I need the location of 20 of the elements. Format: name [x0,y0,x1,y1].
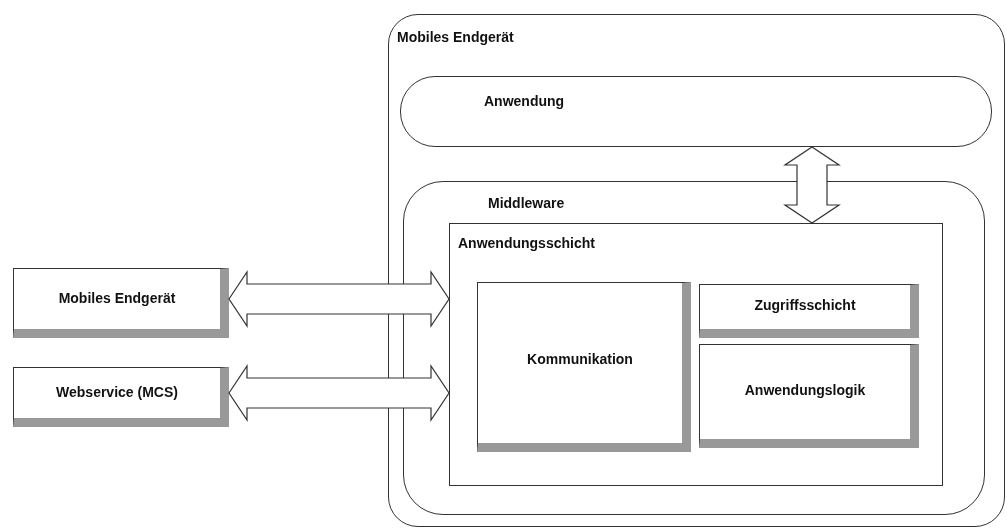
device-container [388,14,1005,527]
component-box [699,344,919,448]
double-arrow [228,364,450,422]
heading: Middleware [488,195,565,211]
heading: Anwendung [484,93,565,109]
box-label: Zugriffsschicht [753,297,857,313]
component-box [699,284,919,338]
box-label: Anwendungslogik [743,382,867,398]
component-box [477,282,691,452]
heading: Anwendungsschicht [458,235,595,251]
double-arrow [783,146,841,224]
component-box [13,268,229,338]
heading: Mobiles Endgerät [397,29,514,45]
layer-box [449,223,943,486]
box-label: Mobiles Endgerät [57,290,177,306]
box-label: Webservice (MCS) [55,384,179,400]
component-box [13,367,229,427]
box-label: Kommunikation [526,351,634,367]
double-arrow [228,270,450,328]
middleware-container [403,181,985,515]
